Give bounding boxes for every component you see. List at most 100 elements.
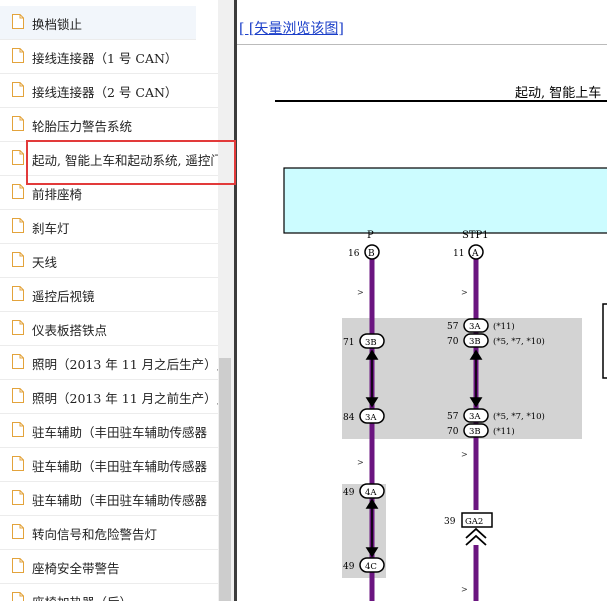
pin-number: 16 [348, 249, 360, 259]
tree-item[interactable]: 仪表板搭铁点 [0, 312, 218, 346]
document-icon [12, 150, 24, 165]
pin-circle [468, 244, 484, 260]
tree-item[interactable]: 驻车辅助（丰田驻车辅助传感器 [0, 482, 218, 516]
direction-mark: > [357, 458, 364, 467]
tree-item[interactable]: 接线连接器（1 号 CAN） [0, 40, 218, 74]
tree-item-label: 驻车辅助（丰田驻车辅助传感器 [32, 425, 208, 440]
tree-item-label: 座椅加热器（后） [32, 592, 132, 601]
connector-pin: 57 [447, 322, 459, 332]
connector-note: (*11) [493, 321, 515, 332]
tree-item-label: 驻车辅助（丰田驻车辅助传感器 [32, 493, 208, 508]
connector-3b [359, 333, 385, 349]
connector-3b-bottom [463, 423, 489, 438]
direction-mark: > [461, 585, 468, 594]
document-icon [12, 286, 24, 301]
connector-note: (*5, *7, *10) [493, 336, 545, 347]
tree-item-label: 驻车辅助（丰田驻车辅助传感器 [32, 459, 208, 474]
chevron-up-icon [465, 527, 487, 546]
vector-view-link[interactable]: [ [矢量浏览该图] [239, 21, 344, 37]
connector-4a [359, 483, 385, 499]
tree-item-label: 起动, 智能上车和起动系统, 遥控门 [32, 153, 218, 168]
link-arrow-right [469, 349, 483, 408]
wiring-diagram: 起动, 智能上车 P STP1 B 16 A 11 > > > > > 3B 7… [275, 85, 607, 601]
tree-item[interactable]: 接线连接器（2 号 CAN） [0, 74, 218, 108]
tree-item-label: 天线 [32, 255, 58, 270]
pin-circle [364, 244, 380, 260]
tree-item-label: 照明（2013 年 11 月之前生产）, [32, 391, 218, 406]
tree-item[interactable]: 转向信号和危险警告灯 [0, 516, 218, 550]
tree-item-label: 轮胎压力警告系统 [32, 119, 133, 134]
document-icon [12, 524, 24, 539]
connector-pin: 57 [447, 412, 459, 422]
tree-item-label: 刹车灯 [32, 221, 70, 236]
direction-mark: > [461, 450, 468, 459]
connector-code: 3B [469, 427, 481, 437]
document-icon [12, 82, 24, 97]
connector-code: 3A [469, 412, 481, 422]
tree-item[interactable]: 刹车灯 [0, 210, 218, 244]
tree-item-shift-lock[interactable]: 换档锁止 [0, 6, 196, 40]
connector-pin: 49 [343, 488, 355, 498]
tree-item[interactable]: 前排座椅 [0, 176, 218, 210]
connector-pin: 84 [343, 413, 355, 423]
scrollbar-thumb[interactable] [219, 358, 231, 601]
tree-item[interactable]: 天线 [0, 244, 218, 278]
tree-item-label: 前排座椅 [32, 187, 83, 202]
pane-splitter[interactable] [234, 0, 237, 601]
tree-item-label: 转向信号和危险警告灯 [32, 527, 158, 542]
connector-note: (*11) [493, 426, 515, 437]
connector-pin: 49 [343, 562, 355, 572]
document-icon [12, 218, 24, 233]
connector-pin: 70 [447, 337, 459, 347]
connector-pin: 71 [343, 338, 354, 348]
connector-3a [359, 408, 385, 424]
tree-item-starting-system[interactable]: 起动, 智能上车和起动系统, 遥控门 [0, 142, 218, 176]
document-icon [12, 48, 24, 63]
document-icon [12, 116, 24, 131]
pin-letter: B [368, 249, 375, 259]
document-icon [12, 252, 24, 267]
tree-item-label: 换档锁止 [32, 17, 83, 32]
tree-item[interactable]: 照明（2013 年 11 月之后生产）, [0, 346, 218, 380]
terminal-name: P [367, 230, 374, 241]
direction-mark: > [357, 288, 364, 297]
tree-item-label: 遥控后视镜 [32, 289, 95, 304]
tree-item[interactable]: 座椅安全带警告 [0, 550, 218, 584]
tree-item[interactable]: 驻车辅助（丰田驻车辅助传感器 [0, 448, 218, 482]
diagram-title: 起动, 智能上车 [515, 85, 601, 101]
splice-code: GA2 [465, 517, 483, 527]
tree-item[interactable]: 驻车辅助（丰田驻车辅助传感器 [0, 414, 218, 448]
connector-note: (*5, *7, *10) [493, 411, 545, 422]
tree-item-label: 照明（2013 年 11 月之后生产）, [32, 357, 218, 372]
pin-number: 11 [453, 249, 464, 259]
tree-item[interactable]: 遥控后视镜 [0, 278, 218, 312]
link-arrow-left-1 [365, 349, 379, 408]
tree-item[interactable]: 照明（2013 年 11 月之前生产）, [0, 380, 218, 414]
link-arrow-left-2 [365, 498, 379, 558]
document-icon [12, 184, 24, 199]
tree-item-label: 接线连接器（2 号 CAN） [32, 85, 178, 100]
splice-ga2 [461, 512, 493, 528]
document-icon [12, 320, 24, 335]
document-icon [12, 14, 24, 29]
connector-3a-bottom [463, 408, 489, 423]
tree-item-label: 接线连接器（1 号 CAN） [32, 51, 178, 66]
sidebar-tree: 换档锁止 接线连接器（1 号 CAN） 接线连接器（2 号 CAN） 轮胎压力警… [0, 0, 218, 601]
connector-pin: 70 [447, 427, 459, 437]
document-icon [12, 388, 24, 403]
document-icon [12, 490, 24, 505]
ecu-box [283, 167, 607, 234]
tree-item[interactable]: 轮胎压力警告系统 [0, 108, 218, 142]
document-icon [12, 558, 24, 573]
tree-item[interactable]: 座椅加热器（后） [0, 584, 218, 601]
diagram-pane: [ [矢量浏览该图] 起动, 智能上车 P STP1 B 16 A 11 > >… [237, 0, 607, 601]
document-icon [12, 456, 24, 471]
pin-letter: A [471, 249, 479, 259]
connector-code: 3A [365, 413, 377, 423]
connector-code: 3B [469, 337, 481, 347]
connector-code: 4A [365, 488, 377, 498]
connector-3b-top [463, 333, 489, 348]
divider [237, 44, 607, 45]
document-icon [12, 422, 24, 437]
direction-mark: > [461, 288, 468, 297]
